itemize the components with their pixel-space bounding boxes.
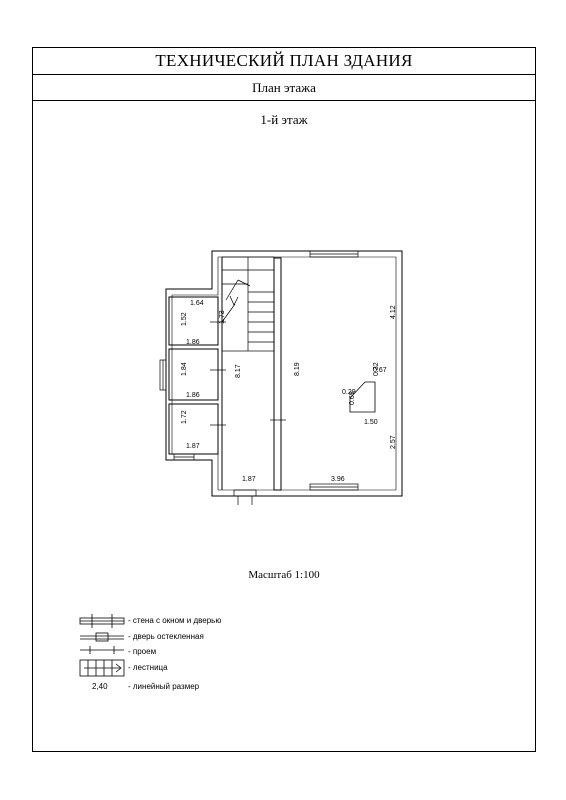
room-1 [168, 296, 219, 346]
legend-item-wall-window-door: - стена с окном и дверью [128, 616, 222, 625]
stair [221, 256, 275, 352]
legend-wall-window-door-symbol [79, 614, 125, 628]
room-2 [168, 348, 219, 401]
window-room3 [173, 453, 195, 461]
dim-big-w: 3.96 [331, 476, 345, 483]
floor-label: 1-й этаж [260, 112, 308, 127]
dim-big-h2: 2.57 [390, 435, 397, 449]
inner-wall [171, 256, 397, 491]
niche [349, 381, 376, 413]
dim-r2-w: 1.86 [186, 392, 200, 399]
scale-label: Масштаб 1:100 [248, 569, 320, 581]
outer-wall [165, 250, 403, 497]
partition-wall [273, 257, 282, 491]
dim-corr-h: 8.17 [235, 364, 242, 378]
legend-item-opening: - проем [128, 647, 157, 656]
legend-dimension-sample: 2,40 [92, 682, 108, 691]
legend-item-stair: - лестница [128, 663, 168, 672]
document-title: ТЕХНИЧЕСКИЙ ПЛАН ЗДАНИЯ [33, 48, 535, 75]
window-bottom [309, 483, 359, 491]
window-top [309, 250, 359, 258]
document-subtitle: План этажа [33, 75, 535, 101]
dim-069: 0.69 [349, 391, 356, 405]
dim-r1-h: 1.52 [181, 312, 188, 326]
legend-opening-symbol [80, 646, 124, 654]
legend-symbols [79, 614, 125, 677]
dim-029: 0.29 [342, 389, 356, 396]
dim-150: 1.50 [364, 419, 378, 426]
dim-big-h1: 4.12 [390, 305, 397, 319]
dim-r3-w: 1.87 [186, 443, 200, 450]
legend-item-glazed-door: - дверь остекленная [128, 632, 204, 641]
plan-frame: ТЕХНИЧЕСКИЙ ПЛАН ЗДАНИЯ План этажа 1-й э… [32, 47, 536, 752]
legend-stair-symbol [79, 659, 125, 677]
dim-067: 0.67 [373, 367, 387, 374]
dim-r2-h: 1.84 [181, 362, 188, 376]
dim-032: 0.32 [373, 362, 380, 376]
dim-stair-w: 1.87 [242, 476, 256, 483]
dim-r3-h: 1.72 [181, 410, 188, 424]
dim-r1-w2: 1.86 [186, 339, 200, 346]
dim-corr-h1: 1.73 [219, 310, 226, 324]
window-left [159, 359, 167, 391]
dim-r1-w: 1.64 [190, 300, 204, 307]
dim-wall-h: 8.19 [294, 362, 301, 376]
legend-item-linear-dimension: - линейный размер [128, 682, 200, 691]
legend-glazed-door-symbol [80, 632, 124, 642]
door-entrance [233, 489, 257, 505]
